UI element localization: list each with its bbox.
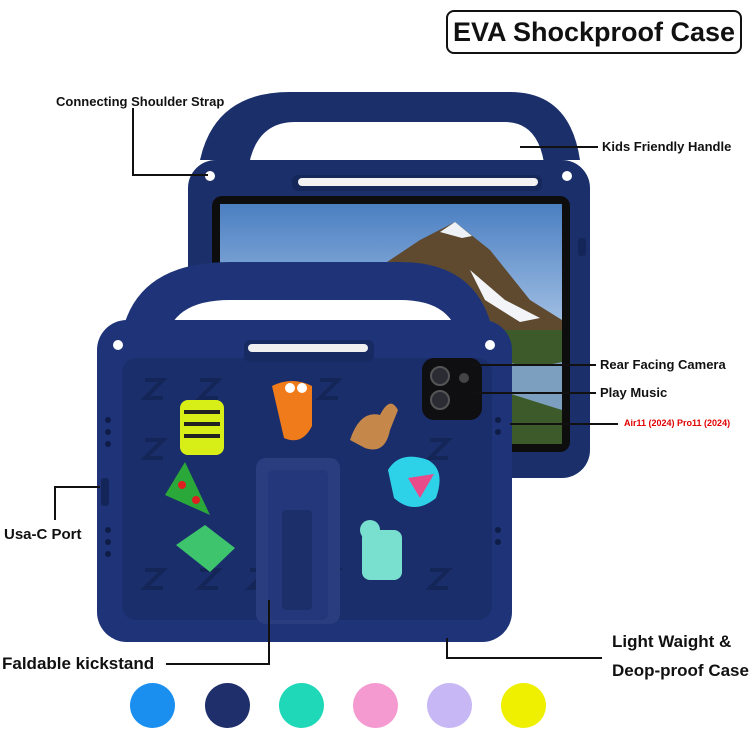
label-music: Play Music — [600, 385, 668, 400]
label-usbc: Usa-C Port — [4, 526, 82, 543]
callout-line-usbc-v — [54, 486, 56, 520]
label-kickstand: Faldable kickstand — [2, 654, 155, 673]
callout-line-music — [470, 392, 596, 394]
label-handle: Kids Friendly Handle — [602, 139, 732, 154]
callout-line-strap-v — [132, 108, 134, 174]
callout-line-kickstand-v — [268, 600, 270, 664]
label-camera: Rear Facing Camera — [600, 357, 726, 372]
callout-line-camera — [470, 364, 596, 366]
callout-line-weight-h — [446, 657, 602, 659]
page-title: EVA Shockproof Case — [446, 10, 742, 54]
callout-line-kickstand-h — [166, 663, 270, 665]
color-swatch-lavender[interactable] — [427, 683, 472, 728]
back-case — [97, 262, 512, 642]
callout-line-models — [510, 423, 618, 425]
color-swatch-pink[interactable] — [353, 683, 398, 728]
callout-line-weight-v — [446, 638, 448, 658]
callout-line-strap-h — [132, 174, 208, 176]
label-weight-line1: Light Waight & — [612, 632, 732, 651]
stylus-pencil — [298, 178, 538, 186]
camera-module — [422, 358, 482, 420]
color-swatch-mint[interactable] — [279, 683, 324, 728]
callout-line-usbc-h — [54, 486, 100, 488]
color-swatch-yellow[interactable] — [501, 683, 546, 728]
label-models: Air11 (2024) Pro11 (2024) — [624, 418, 731, 428]
color-swatch-blue[interactable] — [130, 683, 175, 728]
color-swatch-navy[interactable] — [205, 683, 250, 728]
callout-line-handle — [520, 146, 598, 148]
label-weight-line2: Deop-proof Case — [612, 661, 749, 680]
stickers — [165, 381, 440, 580]
label-shoulder-strap: Connecting Shoulder Strap — [56, 94, 225, 109]
product-illustration — [97, 92, 590, 642]
